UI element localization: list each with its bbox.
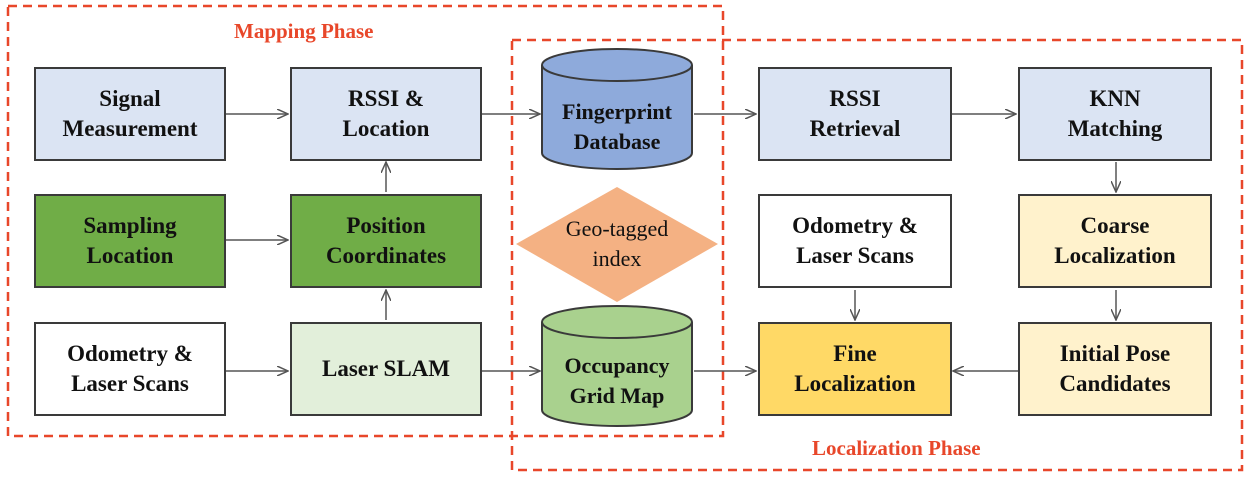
- mapping-phase-region: [6, 4, 725, 438]
- geo-tagged-index-diamond: [516, 187, 718, 302]
- coarse-localization-label: Coarse Localization: [1054, 213, 1176, 268]
- initial-pose-candidates-label: Initial Pose Candidates: [1059, 341, 1171, 396]
- geo-tagged-index-label: Geo-tagged index: [565, 216, 669, 271]
- knn-matching-block: KNN Matching: [1018, 67, 1212, 161]
- position-coordinates-label: Position Coordinates: [325, 213, 447, 268]
- knn-matching-label: KNN Matching: [1067, 86, 1163, 141]
- mapping-phase-label: Mapping Phase: [234, 19, 374, 43]
- odometry-laser-scans-mapping-label: Odometry & Laser Scans: [67, 341, 193, 396]
- localization-phase-region: [510, 38, 1244, 472]
- odometry-laser-scans-localization-block: Odometry & Laser Scans: [758, 194, 952, 288]
- sampling-location-block: Sampling Location: [34, 194, 226, 288]
- fingerprint-database-label: Fingerprint Database: [562, 99, 672, 154]
- occupancy-grid-map-cylinder: [541, 305, 693, 427]
- odometry-laser-scans-localization-label: Odometry & Laser Scans: [792, 213, 918, 268]
- laser-slam-block: Laser SLAM: [290, 322, 482, 416]
- signal-measurement-label: Signal Measurement: [62, 86, 198, 141]
- localization-phase-label: Localization Phase: [812, 436, 981, 460]
- fine-localization-block: Fine Localization: [758, 322, 952, 416]
- laser-slam-label: Laser SLAM: [322, 356, 450, 381]
- sampling-location-label: Sampling Location: [83, 213, 177, 268]
- odometry-laser-scans-mapping-block: Odometry & Laser Scans: [34, 322, 226, 416]
- position-coordinates-block: Position Coordinates: [290, 194, 482, 288]
- rssi-retrieval-block: RSSI Retrieval: [758, 67, 952, 161]
- fingerprint-database-cylinder: [541, 48, 693, 170]
- initial-pose-candidates-block: Initial Pose Candidates: [1018, 322, 1212, 416]
- occupancy-grid-map-label: Occupancy Grid Map: [564, 353, 670, 408]
- rssi-location-label: RSSI & Location: [342, 86, 430, 141]
- fine-localization-label: Fine Localization: [794, 341, 916, 396]
- signal-measurement-block: Signal Measurement: [34, 67, 226, 161]
- flow-arrows: [226, 114, 1116, 371]
- coarse-localization-block: Coarse Localization: [1018, 194, 1212, 288]
- rssi-retrieval-label: RSSI Retrieval: [809, 86, 901, 141]
- rssi-location-block: RSSI & Location: [290, 67, 482, 161]
